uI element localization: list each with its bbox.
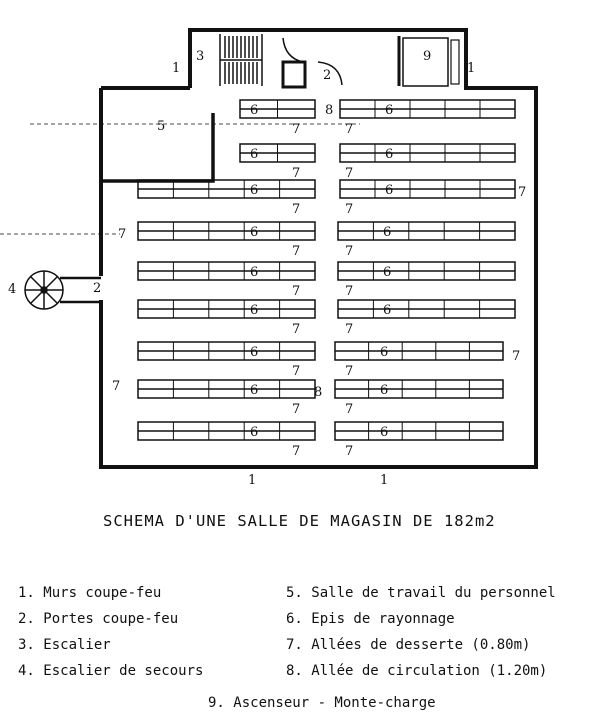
shelf-unit <box>137 299 316 319</box>
shelf-unit <box>339 179 516 199</box>
label-shelf: 6 <box>380 345 388 360</box>
label-aisle: 7 <box>518 185 526 200</box>
label-aisle: 7 <box>345 122 353 137</box>
label-aisle: 7 <box>512 349 520 364</box>
legend-item: 2. Portes coupe-feu <box>18 611 179 627</box>
label-shelf: 6 <box>250 345 258 360</box>
shelf-unit <box>239 99 316 119</box>
label-aisle: 7 <box>292 202 300 217</box>
label-aisle: 7 <box>345 322 353 337</box>
diagram-title: SCHEMA D'UNE SALLE DE MAGASIN DE 182m2 <box>103 512 496 530</box>
legend-item: 3. Escalier <box>18 637 111 653</box>
label-emergency-stair: 4 <box>8 282 16 297</box>
label-aisle: 7 <box>345 444 353 459</box>
label-shelf: 6 <box>383 265 391 280</box>
label-shelf: 6 <box>250 265 258 280</box>
label-wall: 1 <box>380 473 388 488</box>
label-aisle: 7 <box>345 202 353 217</box>
label-shelf: 6 <box>250 103 258 118</box>
door-swing <box>282 37 343 86</box>
label-door: 2 <box>93 281 101 296</box>
shelf-unit <box>137 179 316 199</box>
legend-right: 5. Salle de travail du personnel 6. Epis… <box>286 580 556 684</box>
legend-item: 1. Murs coupe-feu <box>18 585 162 601</box>
shelf-unit <box>334 341 504 361</box>
label-aisle: 7 <box>345 364 353 379</box>
label-aisle: 7 <box>292 244 300 259</box>
label-main-aisle: 8 <box>314 385 322 400</box>
label-shelf: 6 <box>250 425 258 440</box>
shelf-unit <box>137 341 316 361</box>
legend-item: 7. Allées de desserte (0.80m) <box>286 637 531 653</box>
label-aisle: 7 <box>292 444 300 459</box>
label-shelf: 6 <box>250 303 258 318</box>
label-shelf: 6 <box>380 425 388 440</box>
label-shelf: 6 <box>380 383 388 398</box>
shelf-unit <box>137 379 316 399</box>
shelf-unit <box>137 221 316 241</box>
main-room-walls <box>99 28 538 469</box>
label-aisle: 7 <box>292 122 300 137</box>
lift <box>402 37 449 87</box>
label-aisle: 7 <box>345 166 353 181</box>
label-aisle: 7 <box>292 364 300 379</box>
label-wall: 1 <box>467 61 475 76</box>
shelf-unit <box>137 261 316 281</box>
label-stair: 3 <box>196 49 204 64</box>
legend-item: 5. Salle de travail du personnel <box>286 585 556 601</box>
label-shelf: 6 <box>385 147 393 162</box>
label-wall: 1 <box>172 61 180 76</box>
shelf-unit <box>137 421 316 441</box>
shelf-unit <box>339 143 516 163</box>
label-shelf: 6 <box>385 103 393 118</box>
label-door: 2 <box>323 68 331 83</box>
legend-item: 6. Epis de rayonnage <box>286 611 455 627</box>
label-aisle: 7 <box>118 227 126 242</box>
floor-plan: 3 1 1 2 2 9 4 5 8 8 1 1 6 6 7 7 6 6 7 7 6 6 7 7 6 6 7 7… <box>0 28 538 488</box>
shelf-unit <box>337 299 516 319</box>
emergency-stair <box>24 270 101 310</box>
stair <box>219 34 263 86</box>
label-lift: 9 <box>423 49 431 64</box>
legend-item: 4. Escalier de secours <box>18 663 204 679</box>
label-shelf: 6 <box>250 383 258 398</box>
lift-counterweight <box>450 39 460 85</box>
label-staff-room: 5 <box>157 119 165 134</box>
legend-left: 1. Murs coupe-feu 2. Portes coupe-feu 3.… <box>18 580 203 684</box>
label-aisle: 7 <box>292 166 300 181</box>
legend-item: 8. Allée de circulation (1.20m) <box>286 663 548 679</box>
label-shelf: 6 <box>250 183 258 198</box>
label-shelf: 6 <box>383 225 391 240</box>
label-shelf: 6 <box>385 183 393 198</box>
label-aisle: 7 <box>292 322 300 337</box>
shelf-unit <box>337 221 516 241</box>
shelf-unit <box>334 379 504 399</box>
label-aisle: 7 <box>345 402 353 417</box>
label-shelf: 6 <box>250 147 258 162</box>
label-wall: 1 <box>248 473 256 488</box>
label-aisle: 7 <box>345 284 353 299</box>
label-aisle: 7 <box>292 284 300 299</box>
label-aisle: 7 <box>345 244 353 259</box>
label-aisle: 7 <box>112 379 120 394</box>
shelf-unit <box>337 261 516 281</box>
service-shaft <box>281 60 307 89</box>
label-shelf: 6 <box>383 303 391 318</box>
shelf-unit <box>339 99 516 119</box>
label-shelf: 6 <box>250 225 258 240</box>
legend-item: 9. Ascenseur - Monte-charge <box>208 695 436 711</box>
label-aisle: 7 <box>292 402 300 417</box>
shelf-unit <box>334 421 504 441</box>
shelf-unit <box>239 143 316 163</box>
label-main-aisle: 8 <box>325 103 333 118</box>
